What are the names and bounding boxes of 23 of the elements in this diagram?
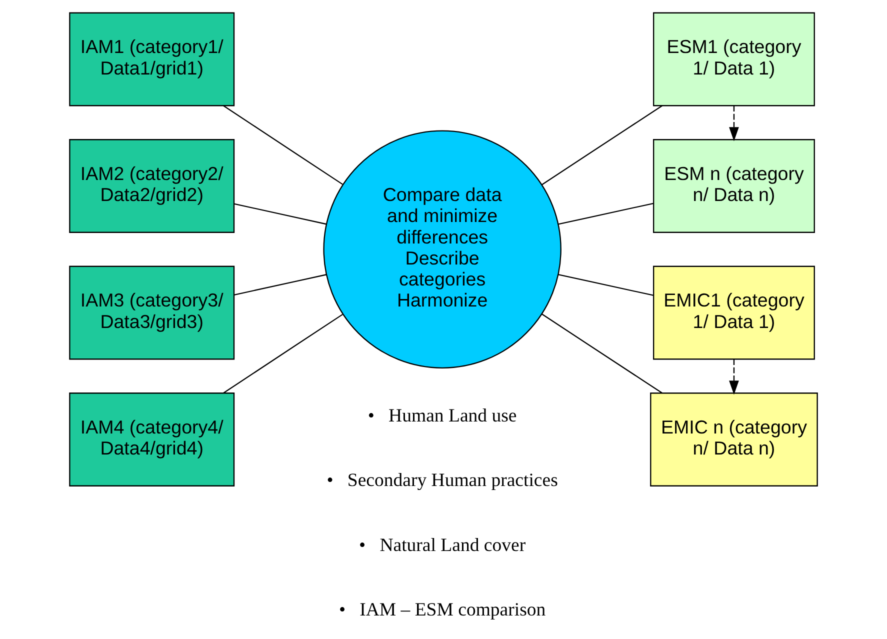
connector — [558, 274, 654, 296]
node-box: EMIC1 (category 1/ Data 1) — [653, 266, 815, 360]
connector — [542, 105, 662, 186]
label: • Natural Land cover — [359, 534, 526, 556]
node-box: ESM1 (category 1/ Data 1) — [653, 12, 815, 106]
connector — [558, 202, 654, 225]
connector — [223, 105, 343, 185]
label: • Human Land use — [368, 406, 517, 427]
connector — [234, 274, 326, 296]
label: • Secondary Human practices — [326, 470, 558, 492]
node-box: EMIC n (category n/ Data n) — [650, 392, 818, 486]
node-box: ESM n (category n/ Data n) — [653, 139, 815, 233]
node-box: IAM3 (category3/ Data3/grid3) — [69, 266, 235, 360]
arrow — [729, 359, 739, 395]
node-box: IAM4 (category4/ Data4/grid4) — [69, 392, 235, 486]
node-circle: Compare data and minimize differences Describe categories Harmonize — [323, 130, 562, 368]
node-box: IAM1 (category1/ Data1/grid1) — [69, 12, 235, 106]
arrow — [729, 106, 739, 142]
label: • IAM – ESM comparison — [338, 599, 546, 620]
connector — [234, 203, 326, 225]
node-box: IAM2 (category2/ Data2/grid2) — [69, 139, 235, 233]
connector — [223, 314, 343, 394]
connector — [542, 314, 662, 394]
